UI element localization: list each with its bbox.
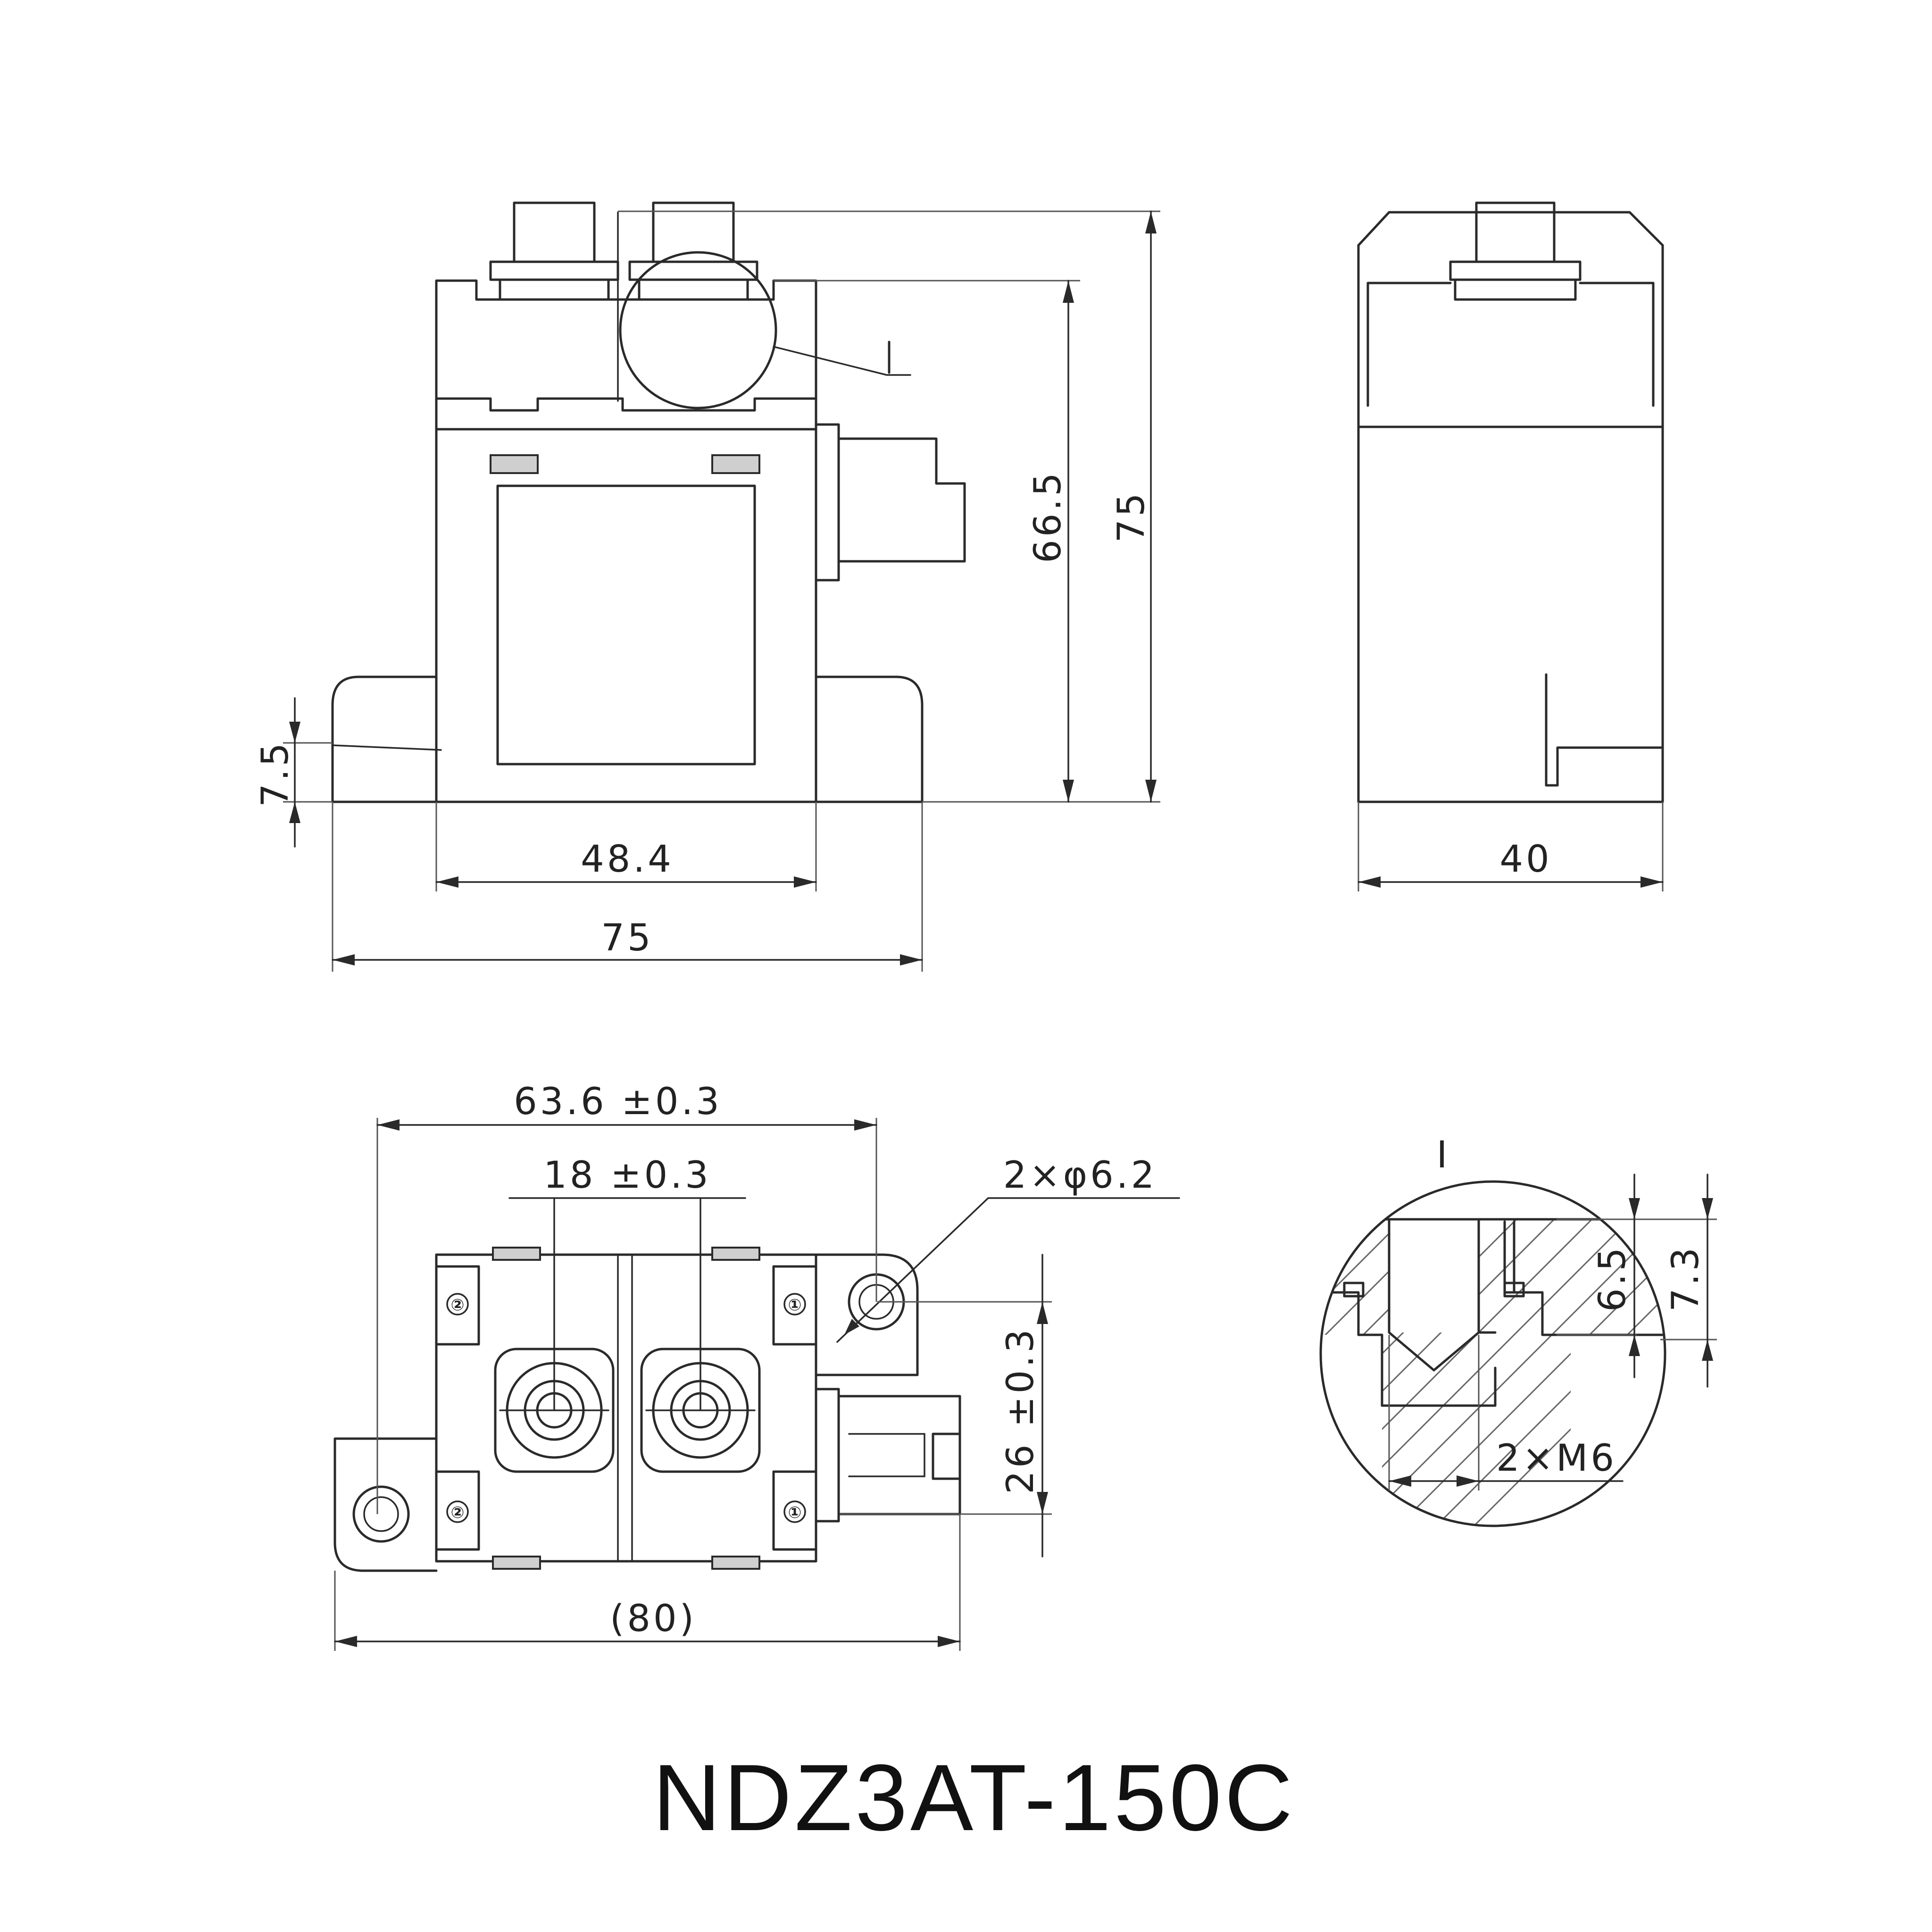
front-view bbox=[331, 201, 966, 803]
dim-thread: 2×M6 bbox=[1496, 1437, 1617, 1480]
dim-mount-offset: 26 ±0.3 bbox=[999, 1326, 1042, 1494]
dim-body-width: 48.4 bbox=[581, 838, 674, 881]
top-view: ② ① ② ① bbox=[333, 1247, 961, 1572]
dim-hole-spec: 2×φ6.2 bbox=[1003, 1154, 1157, 1197]
side-view: 40 bbox=[1357, 201, 1664, 891]
dim-overall-width: 75 bbox=[601, 917, 653, 959]
dim-height-overall: 75 bbox=[1110, 490, 1153, 542]
detail-dimensions: 6.5 7.3 2×M6 bbox=[1388, 1174, 1717, 1491]
detail-label: I bbox=[1436, 1134, 1450, 1176]
model-title: NDZ3AT-150C bbox=[653, 1745, 1296, 1850]
dim-depth-a: 6.5 bbox=[1591, 1245, 1634, 1312]
dim-overall-length: (80) bbox=[610, 1598, 697, 1640]
mark-a-left: ② bbox=[451, 1296, 465, 1315]
dim-terminal-pitch: 18 ±0.3 bbox=[543, 1154, 711, 1197]
mark-b-right: ① bbox=[788, 1296, 802, 1315]
dim-flange-height: 7.5 bbox=[254, 740, 297, 807]
dim-depth: 40 bbox=[1499, 838, 1552, 881]
dim-height-body: 66.5 bbox=[1027, 470, 1069, 563]
front-dimensions: 75 66.5 7.5 48.4 75 bbox=[254, 210, 1160, 972]
dim-depth-b: 7.3 bbox=[1665, 1245, 1707, 1312]
mark-b-right-bottom: ① bbox=[788, 1503, 802, 1522]
dim-mount-pitch: 63.6 ±0.3 bbox=[514, 1081, 722, 1123]
top-dimensions: 63.6 ±0.3 18 ±0.3 2×φ6.2 26 ±0.3 (80) bbox=[334, 1081, 1180, 1651]
mark-a-left-bottom: ② bbox=[451, 1503, 465, 1522]
